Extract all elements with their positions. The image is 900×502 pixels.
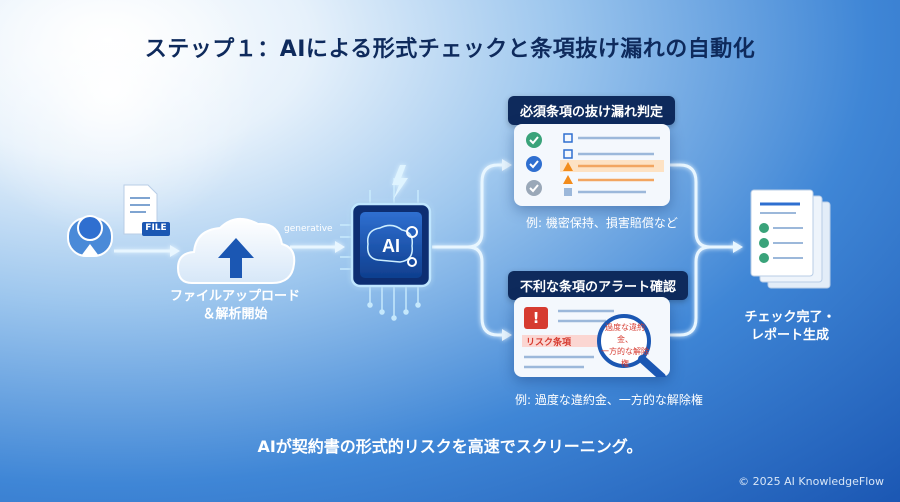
card-top-heading: 必須条項の抜け漏れ判定 (508, 96, 676, 125)
risk-highlight-text: リスク条項 (526, 338, 572, 348)
card-bottom-example: 例: 過度な違約金、一方的な解除権 (515, 393, 703, 407)
upload-label-line2: ＆解析開始 (202, 307, 268, 322)
magnified-text-line1: 過度な違約金、 (605, 323, 645, 344)
ai-chip-icon (350, 202, 432, 288)
alert-graphic (522, 307, 666, 381)
report-label-line2: レポート生成 (750, 328, 829, 343)
lightning-icon (392, 165, 408, 200)
cloud-upload-icon (176, 217, 296, 284)
branch-lines (432, 159, 743, 341)
required-clause-card (514, 124, 670, 206)
card-top-example: 例: 機密保持、損害賠償など (526, 216, 678, 230)
copyright: © 2025 AI KnowledgeFlow (738, 475, 884, 488)
checklist-graphic (526, 132, 664, 196)
report-label: チェック完了・ レポート生成 (730, 309, 850, 345)
magnified-text-line2: 一方的な解除権 (601, 347, 649, 368)
unfavorable-clause-card (514, 297, 670, 381)
alert-exclamation-icon: ! (532, 309, 540, 327)
generative-label: generative (284, 224, 333, 234)
file-icon (123, 184, 170, 236)
report-icon (750, 189, 831, 289)
user-icon (67, 215, 113, 257)
caption: AIが契約書の形式的リスクを高速でスクリーニング。 (257, 437, 643, 456)
arrow-cloud-to-chip (290, 241, 345, 253)
upload-label-line1: ファイルアップロード (169, 289, 300, 304)
circuit-traces (340, 178, 421, 321)
upload-label: ファイルアップロード ＆解析開始 (150, 288, 320, 324)
magnified-text: 過度な違約金、 一方的な解除権 (600, 322, 650, 370)
ai-chip-label: AI (382, 236, 400, 256)
page-title: ステップ１：AIによる形式チェックと条項抜け漏れの自動化 (144, 37, 756, 62)
card-bottom-heading: 不利な条項のアラート確認 (508, 271, 689, 300)
file-badge-label: FILE (145, 223, 167, 233)
report-label-line1: チェック完了・ (744, 310, 836, 325)
arrow-user-to-cloud (114, 245, 180, 257)
